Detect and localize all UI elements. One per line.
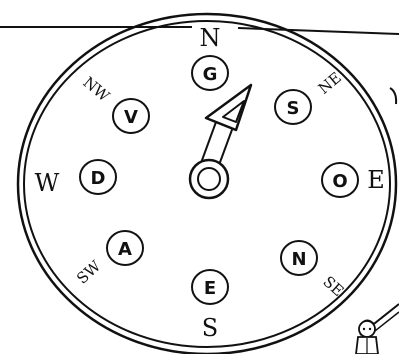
edge-stroke bbox=[390, 88, 396, 104]
direction-label-west: W bbox=[35, 169, 60, 197]
letter-southwest: A bbox=[118, 239, 132, 260]
letter-circle-north: G bbox=[192, 56, 228, 90]
letter-south: E bbox=[204, 278, 216, 299]
direction-label-southeast: SE bbox=[319, 272, 347, 300]
letter-circle-southwest: A bbox=[107, 231, 143, 265]
letter-circle-southeast: N bbox=[281, 241, 317, 275]
cartoon-character-icon bbox=[356, 304, 399, 354]
letter-west: D bbox=[91, 168, 106, 189]
letter-northeast: S bbox=[287, 98, 300, 119]
direction-label-south: S bbox=[202, 314, 218, 342]
direction-label-northwest: NW bbox=[79, 73, 113, 106]
letter-circle-east: O bbox=[322, 163, 358, 197]
letter-northwest: V bbox=[124, 107, 138, 128]
direction-label-southwest: SW bbox=[73, 257, 105, 288]
letter-north: G bbox=[203, 64, 218, 85]
arrow-needle-icon bbox=[190, 85, 251, 198]
letter-circle-south: E bbox=[192, 270, 228, 304]
direction-label-north: N bbox=[200, 24, 221, 52]
letter-circle-northwest: V bbox=[113, 99, 149, 133]
letter-circle-west: D bbox=[80, 160, 116, 194]
letter-southeast: N bbox=[291, 249, 306, 270]
letter-circle-northeast: S bbox=[275, 90, 311, 124]
letter-east: O bbox=[332, 171, 347, 192]
direction-label-east: E bbox=[367, 166, 385, 194]
